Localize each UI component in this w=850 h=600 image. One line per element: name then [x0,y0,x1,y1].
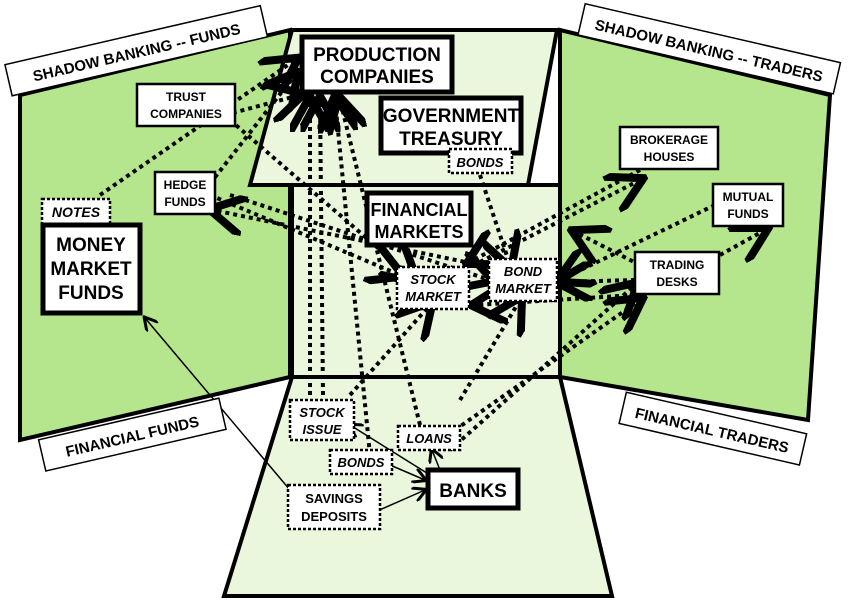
node-label: PRODUCTION [313,45,441,66]
node-label: HEDGE [164,178,207,192]
node-production-companies: PRODUCTION COMPANIES [299,34,455,95]
node-label: TRADING [650,258,705,272]
node-label: DESKS [656,275,697,289]
node-bond-market: BOND MARKET [487,257,559,303]
node-label: FUNDS [727,207,768,221]
node-label: MARKET [405,289,462,304]
node-label: NOTES [52,204,101,220]
node-label: TREASURY [399,129,503,150]
node-mutual-funds: MUTUAL FUNDS [711,182,785,228]
arrow [719,230,765,255]
node-label: MARKET [50,259,132,280]
node-label: MARKETS [375,222,464,242]
arrow [374,490,425,513]
node-label: BONDS [457,155,504,170]
node-label: FINANCIAL [371,200,468,220]
node-label: SAVINGS [305,491,363,506]
arrow [335,100,372,456]
node-label: LOANS [406,431,452,446]
node-label: FUNDS [58,283,123,304]
arrow [229,193,490,280]
node-label: GOVERNMENT [383,106,520,127]
node-loans: LOANS [396,424,462,452]
node-stock-issue: STOCK ISSUE [288,398,356,442]
node-trading-desks: TRADING DESKS [633,250,721,296]
node-label: ISSUE [302,422,341,437]
node-label: BONDS [338,455,385,470]
arrow [389,464,425,480]
arrow [479,180,640,264]
node-label: BROKERAGE [630,133,708,147]
node-trust-companies: TRUST COMPANIES [135,82,237,128]
node-label: MARKET [495,281,552,296]
node-stock-market: STOCK MARKET [395,265,471,311]
node-label: HOUSES [644,150,695,164]
node-money-market-funds: MONEY MARKET FUNDS [40,222,143,316]
node-notes: NOTES [40,197,112,226]
node-government-bonds: BONDS [447,147,514,175]
node-label: STOCK [299,405,346,420]
node-savings-deposits: SAVINGS DEPOSITS [286,483,382,531]
arrow [320,100,323,396]
arrow [203,75,295,192]
node-label: MUTUAL [723,190,774,204]
node-label: BANKS [439,481,507,502]
node-label: COMPANIES [320,67,434,88]
arrow [213,210,481,267]
node-bank-bonds: BONDS [328,448,394,476]
arrow [458,300,520,402]
node-label: DEPOSITS [301,509,367,524]
node-government-treasury: GOVERNMENT TREASURY [378,95,524,156]
node-financial-markets: FINANCIAL MARKETS [364,190,474,248]
node-banks: BANKS [425,467,521,511]
node-label: BOND [504,264,543,279]
center-bottom-panel [221,375,615,598]
arrow [448,285,635,452]
node-brokerage-houses: BROKERAGE HOUSES [618,125,720,171]
node-label: FUNDS [164,195,205,209]
arrow [432,450,440,471]
right-panel [558,27,833,423]
node-label: TRUST [166,90,207,104]
node-hedge-funds: HEDGE FUNDS [153,170,217,216]
node-label: MONEY [56,235,126,256]
node-label: STOCK [410,272,457,287]
arrow [228,118,415,280]
node-label: COMPANIES [150,107,222,121]
